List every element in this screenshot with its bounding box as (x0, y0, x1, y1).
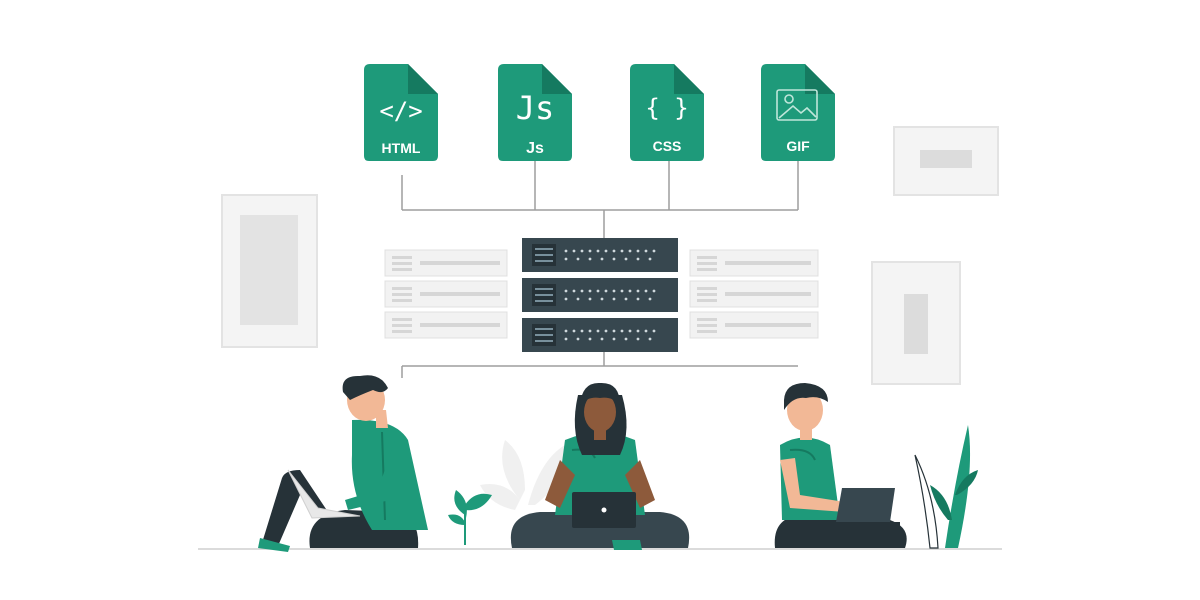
plant-right (914, 425, 978, 549)
server-rack-left (384, 249, 508, 339)
file-icons: </> HTML Js Js { } CSS GIF (364, 64, 835, 161)
person-right (774, 383, 907, 548)
file-gif: GIF (761, 64, 835, 161)
file-gif-label: GIF (786, 138, 810, 154)
frame-right-small (871, 261, 961, 385)
file-css-label: CSS (653, 138, 682, 154)
image-icon (776, 89, 818, 121)
frame-right-wide (893, 126, 999, 196)
server-rack-main (522, 238, 678, 352)
wall-frames (221, 126, 999, 385)
person-center (510, 382, 690, 550)
connector-lines (401, 160, 799, 378)
laptop-right (830, 488, 900, 526)
laptop-center (572, 492, 636, 528)
file-js-label: Js (526, 140, 544, 157)
file-css: { } CSS (630, 64, 704, 161)
code-brackets-icon: </> (379, 97, 422, 125)
javascript-icon: Js (516, 89, 555, 127)
curly-braces-icon: { } (645, 94, 688, 122)
file-js: Js Js (498, 64, 572, 161)
file-html-label: HTML (382, 140, 421, 156)
frame-left-tall (221, 194, 318, 348)
plant-small (448, 490, 492, 545)
laptop-left (287, 469, 361, 519)
server-rack-right (689, 249, 819, 339)
file-html: </> HTML (364, 64, 438, 161)
person-left (258, 375, 428, 552)
plant-background-left (480, 440, 566, 510)
